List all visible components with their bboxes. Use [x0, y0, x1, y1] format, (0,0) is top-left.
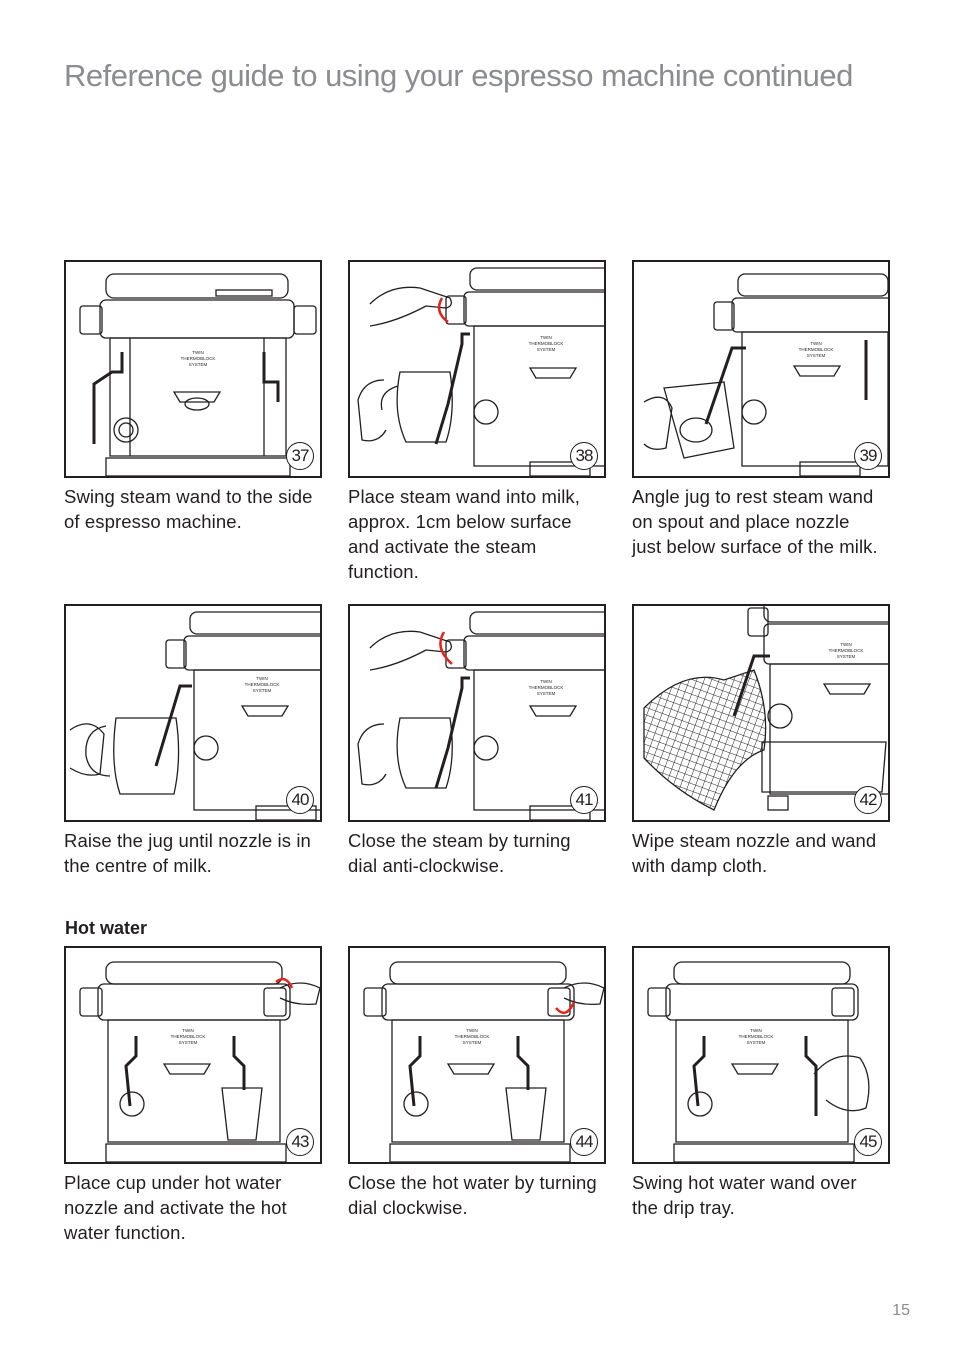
step-number-badge: 43	[286, 1128, 314, 1156]
step-number-badge: 37	[286, 442, 314, 470]
step-38-illustration: TWIN THERMOBLOCK SYSTEM 38	[348, 260, 606, 478]
angled-jug-illustration: TWIN THERMOBLOCK SYSTEM	[643, 273, 888, 476]
svg-text:TWIN: TWIN	[840, 642, 852, 647]
step-caption: Wipe steam nozzle and wand with damp clo…	[632, 830, 877, 876]
svg-text:SYSTEM: SYSTEM	[747, 1040, 766, 1045]
step-number-badge: 41	[570, 786, 598, 814]
anticlockwise-arrow-icon	[439, 631, 453, 665]
svg-text:SYSTEM: SYSTEM	[837, 654, 856, 659]
rotation-arrow-icon	[437, 297, 449, 324]
step-37-illustration: TWIN THERMOBLOCK SYSTEM 37	[64, 260, 322, 478]
step-caption: Place cup under hot water nozzle and act…	[64, 1172, 287, 1243]
svg-text:TWIN: TWIN	[192, 350, 204, 355]
swing-hot-water-wand-illustration: TWIN THERMOBLOCK SYSTEM	[647, 961, 870, 1162]
svg-text:TWIN: TWIN	[466, 1028, 478, 1033]
step-number-badge: 38	[570, 442, 598, 470]
step-caption: Swing steam wand to the side of espresso…	[64, 486, 313, 532]
raised-jug-illustration: TWIN THERMOBLOCK SYSTEM	[69, 611, 320, 820]
step-41-illustration: TWIN THERMOBLOCK SYSTEM 41	[348, 604, 606, 822]
svg-text:SYSTEM: SYSTEM	[189, 362, 208, 367]
step-caption: Raise the jug until nozzle is in the cen…	[64, 830, 311, 876]
espresso-machine-steam-wand-illustration: TWIN THERMOBLOCK SYSTEM	[79, 273, 317, 476]
svg-text:THERMOBLOCK: THERMOBLOCK	[181, 356, 216, 361]
step-caption: Close the hot water by turning dial cloc…	[348, 1172, 597, 1218]
checkered-cloth	[643, 669, 767, 811]
machine-label: TWIN THERMOBLOCK SYSTEM	[181, 350, 216, 367]
svg-text:SYSTEM: SYSTEM	[253, 688, 272, 693]
svg-text:THERMOBLOCK: THERMOBLOCK	[829, 648, 864, 653]
svg-text:SYSTEM: SYSTEM	[463, 1040, 482, 1045]
cup-under-hot-water-illustration: TWIN THERMOBLOCK SYSTEM	[79, 961, 320, 1162]
step-number-badge: 44	[570, 1128, 598, 1156]
page-number: 15	[892, 1302, 910, 1319]
clockwise-arrow-icon	[275, 977, 294, 989]
svg-text:THERMOBLOCK: THERMOBLOCK	[529, 341, 564, 346]
step-number-badge: 39	[854, 442, 882, 470]
cloth-wiping-wand-illustration: TWIN THERMOBLOCK SYSTEM	[643, 606, 888, 811]
step-40-illustration: TWIN THERMOBLOCK SYSTEM 40	[64, 604, 322, 822]
svg-text:TWIN: TWIN	[810, 341, 822, 346]
hot-water-heading: Hot water	[65, 918, 148, 938]
svg-text:TWIN: TWIN	[540, 335, 552, 340]
svg-text:THERMOBLOCK: THERMOBLOCK	[171, 1034, 206, 1039]
step-caption: Angle jug to rest steam wand on spout an…	[632, 486, 878, 557]
svg-text:SYSTEM: SYSTEM	[537, 347, 556, 352]
svg-text:TWIN: TWIN	[182, 1028, 194, 1033]
svg-text:THERMOBLOCK: THERMOBLOCK	[739, 1034, 774, 1039]
svg-text:SYSTEM: SYSTEM	[807, 353, 826, 358]
step-44-illustration: TWIN THERMOBLOCK SYSTEM 44	[348, 946, 606, 1164]
close-steam-dial-illustration: TWIN THERMOBLOCK SYSTEM	[357, 611, 604, 820]
step-42-illustration: TWIN THERMOBLOCK SYSTEM 42	[632, 604, 890, 822]
step-number-badge: 45	[854, 1128, 882, 1156]
svg-text:TWIN: TWIN	[750, 1028, 762, 1033]
step-caption: Swing hot water wand over the drip tray.	[632, 1172, 857, 1218]
step-caption: Place steam wand into milk, approx. 1cm …	[348, 486, 580, 582]
step-43-illustration: TWIN THERMOBLOCK SYSTEM 43	[64, 946, 322, 1164]
svg-text:TWIN: TWIN	[256, 676, 268, 681]
step-caption: Close the steam by turning dial anti-clo…	[348, 830, 571, 876]
step-number-badge: 42	[854, 786, 882, 814]
step-39-illustration: TWIN THERMOBLOCK SYSTEM 39	[632, 260, 890, 478]
svg-text:THERMOBLOCK: THERMOBLOCK	[529, 685, 564, 690]
svg-text:SYSTEM: SYSTEM	[537, 691, 556, 696]
svg-text:SYSTEM: SYSTEM	[179, 1040, 198, 1045]
clockwise-arrow-icon	[555, 1001, 576, 1015]
close-hot-water-dial-illustration: TWIN THERMOBLOCK SYSTEM	[363, 961, 604, 1162]
svg-text:THERMOBLOCK: THERMOBLOCK	[799, 347, 834, 352]
svg-text:THERMOBLOCK: THERMOBLOCK	[455, 1034, 490, 1039]
svg-text:TWIN: TWIN	[540, 679, 552, 684]
hand-turning-steam-dial-illustration: TWIN THERMOBLOCK SYSTEM	[357, 267, 604, 476]
svg-text:THERMOBLOCK: THERMOBLOCK	[245, 682, 280, 687]
step-45-illustration: TWIN THERMOBLOCK SYSTEM 45	[632, 946, 890, 1164]
page-title: Reference guide to using your espresso m…	[64, 58, 853, 93]
step-number-badge: 40	[286, 786, 314, 814]
